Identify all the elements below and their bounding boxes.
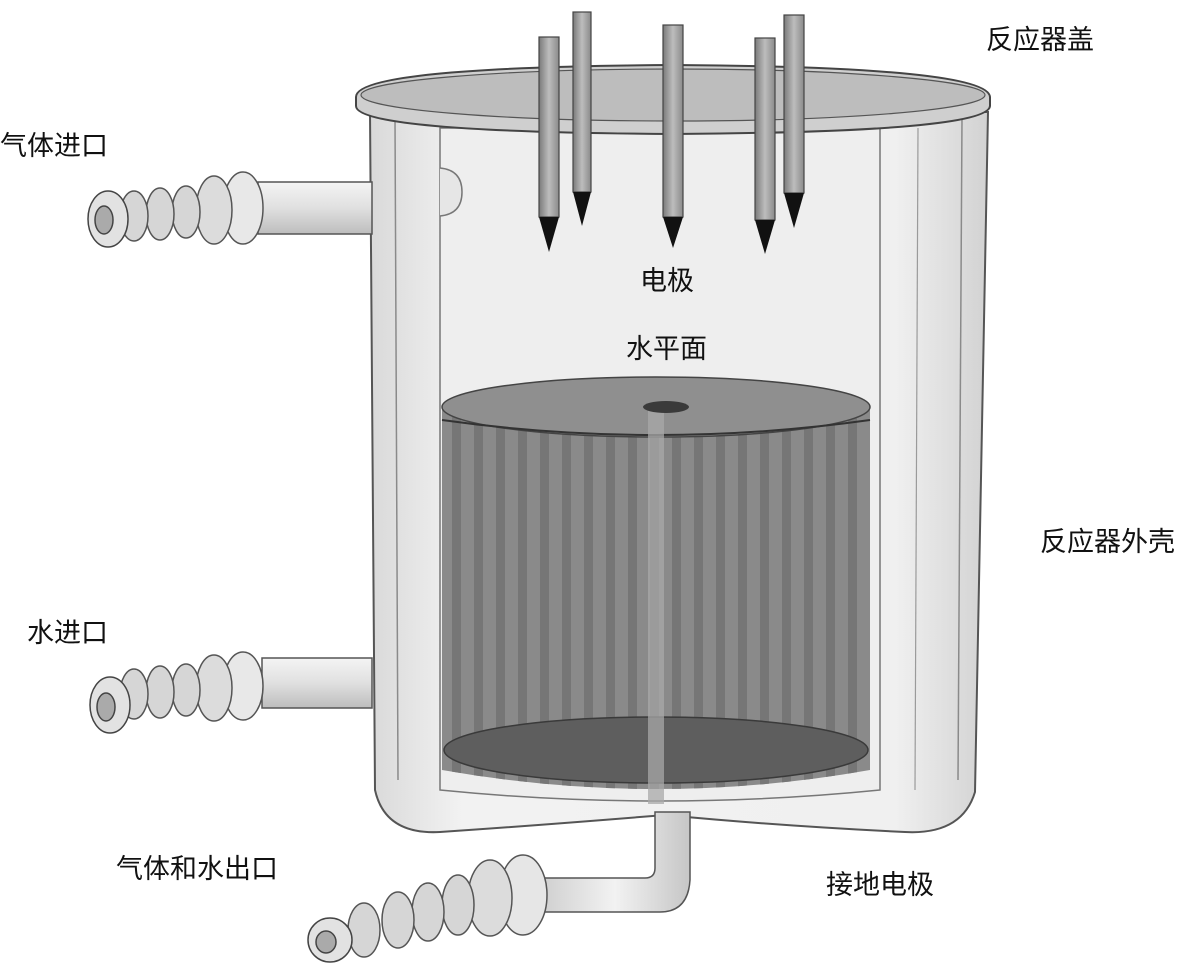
water-stripe	[606, 405, 615, 789]
water-stripe	[826, 405, 835, 789]
water-stripe	[760, 405, 769, 789]
water-stripe	[518, 405, 527, 789]
label-water-inlet: 水进口	[27, 618, 108, 649]
water-stripe	[848, 405, 857, 789]
water-stripe	[474, 405, 483, 789]
label-gas-inlet: 气体进口	[0, 131, 108, 162]
water-stripe	[716, 405, 725, 789]
label-water-level: 水平面	[626, 334, 707, 365]
label-reactor-shell: 反应器外壳	[1040, 527, 1175, 558]
water-stripe	[628, 405, 637, 789]
water-stripe	[804, 405, 813, 789]
water-stripe	[562, 405, 571, 789]
water-stripe	[540, 405, 549, 789]
gas-water-outlet-pipe	[307, 811, 691, 963]
water-stripe	[694, 405, 703, 789]
water-stripe	[738, 405, 747, 789]
label-electrode: 电极	[640, 266, 694, 297]
water-stripe	[452, 405, 461, 789]
water-body	[441, 376, 871, 804]
electrode-1	[538, 36, 560, 252]
label-ground-electrode: 接地电极	[826, 870, 934, 901]
label-gas-water-outlet: 气体和水出口	[116, 854, 278, 885]
water-stripe	[496, 405, 505, 789]
water-stripe	[584, 405, 593, 789]
label-reactor-lid: 反应器盖	[986, 25, 1094, 56]
water-inlet-pipe	[89, 651, 373, 734]
electrode-5	[783, 14, 805, 228]
electrode-4	[754, 37, 776, 254]
water-stripe	[672, 405, 681, 789]
electrode-2	[572, 11, 592, 226]
electrodes	[538, 11, 805, 254]
gas-inlet-pipe	[87, 171, 373, 248]
water-stripe	[782, 405, 791, 789]
electrode-3	[662, 24, 684, 248]
